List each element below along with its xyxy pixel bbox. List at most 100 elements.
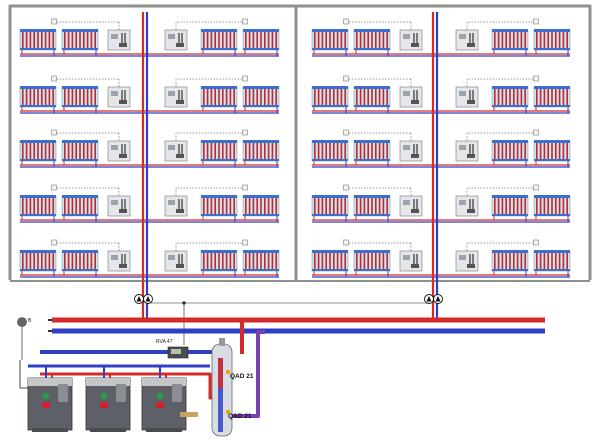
radiator-fin	[275, 32, 277, 48]
radiator-fin	[67, 198, 70, 214]
radiator-fin	[558, 89, 561, 105]
radiator-fin	[29, 253, 32, 269]
radiator-fin	[256, 253, 258, 269]
room-sensor-icon	[343, 239, 349, 246]
radiator-fin	[543, 198, 546, 214]
radiator-fin	[524, 32, 526, 48]
apartment-unit	[164, 75, 280, 114]
radiator	[61, 195, 99, 217]
radiator-fin	[336, 198, 339, 214]
radiator-fin	[509, 89, 511, 105]
radiator-fin	[375, 253, 377, 269]
radiator	[19, 250, 57, 272]
radiator-fin	[509, 143, 511, 159]
radiator	[242, 86, 280, 108]
radiator-bottom-header	[354, 159, 390, 161]
radiator-fin	[509, 253, 511, 269]
radiator-fin	[501, 89, 504, 105]
panel-valve	[467, 264, 475, 268]
radiator-fin	[203, 143, 205, 159]
radiator-fin	[566, 143, 568, 159]
panel-display	[459, 91, 466, 96]
radiator-bottom-header	[312, 214, 348, 216]
radiator-top-header	[312, 86, 348, 89]
radiator-fin	[558, 198, 561, 214]
radiator-fin	[71, 143, 74, 159]
radiator	[533, 195, 571, 217]
radiator-fin	[359, 253, 362, 269]
radiator-fin	[505, 143, 507, 159]
radiator-fin	[214, 198, 216, 214]
radiator-fin	[48, 253, 51, 269]
radiator-fin	[22, 253, 24, 269]
radiator-fin	[336, 143, 339, 159]
radiator-fin	[206, 253, 209, 269]
radiator-fin	[314, 143, 316, 159]
radiator-fin	[566, 32, 568, 48]
radiator-fin	[229, 89, 232, 105]
radiator-fin	[566, 198, 568, 214]
radiator-fin	[363, 143, 366, 159]
radiator-fin	[520, 89, 523, 105]
radiator-fin	[371, 89, 373, 105]
radiator-fin	[233, 89, 235, 105]
panel-display	[403, 255, 410, 260]
radiator-fin	[83, 198, 85, 214]
panel-display	[459, 200, 466, 205]
radiator-fin	[37, 32, 39, 48]
radiator-fin	[321, 32, 324, 48]
radiator-fin	[317, 32, 320, 48]
radiator-top-header	[354, 250, 390, 253]
radiator-bottom-header	[492, 105, 528, 107]
radiator-fin	[44, 198, 47, 214]
sensor-label-upper: QAD 21	[230, 373, 254, 380]
radiator	[353, 29, 391, 51]
apartment-unit	[19, 129, 131, 168]
panel-display	[111, 145, 118, 150]
radiator-fin	[203, 198, 205, 214]
panel-valve	[119, 43, 127, 47]
radiator-fin	[562, 253, 565, 269]
radiator-fin	[275, 143, 277, 159]
radiator-fin	[378, 89, 381, 105]
radiator-fin	[356, 253, 358, 269]
room-controller-panel	[455, 29, 479, 51]
radiator-top-header	[354, 140, 390, 143]
apartment-unit	[311, 129, 423, 168]
apartment-unit	[164, 129, 280, 168]
radiator-top-header	[201, 195, 237, 198]
room-sensor-icon	[51, 18, 57, 25]
radiator-fin	[248, 253, 251, 269]
radiator-fin	[382, 143, 385, 159]
radiator-bottom-header	[243, 105, 279, 107]
room-sensor-icon	[242, 18, 248, 25]
radiator-bottom-header	[534, 159, 570, 161]
radiator-fin	[256, 32, 258, 48]
radiator-fin	[222, 32, 224, 48]
radiator-fin	[378, 32, 381, 48]
radiator-fin	[245, 143, 247, 159]
radiator-fin	[71, 89, 74, 105]
radiator-top-header	[201, 86, 237, 89]
radiator-fin	[260, 32, 262, 48]
radiator-fin	[48, 198, 51, 214]
radiator-fin	[206, 198, 209, 214]
radiator-bottom-header	[312, 105, 348, 107]
radiator-fin	[367, 89, 369, 105]
pump-impeller	[145, 296, 151, 302]
radiator-fin	[86, 198, 89, 214]
radiator-fin	[275, 253, 277, 269]
room-controller-panel	[455, 250, 479, 272]
radiator-fin	[543, 89, 546, 105]
radiator-fin	[245, 32, 247, 48]
radiator-bottom-header	[201, 159, 237, 161]
radiator-fin	[386, 143, 388, 159]
radiator-fin	[271, 253, 274, 269]
radiator-fin	[375, 32, 377, 48]
radiator-fin	[233, 32, 235, 48]
radiator-fin	[356, 143, 358, 159]
radiator-fin	[37, 89, 39, 105]
radiator-fin	[260, 253, 262, 269]
radiator-top-header	[312, 250, 348, 253]
